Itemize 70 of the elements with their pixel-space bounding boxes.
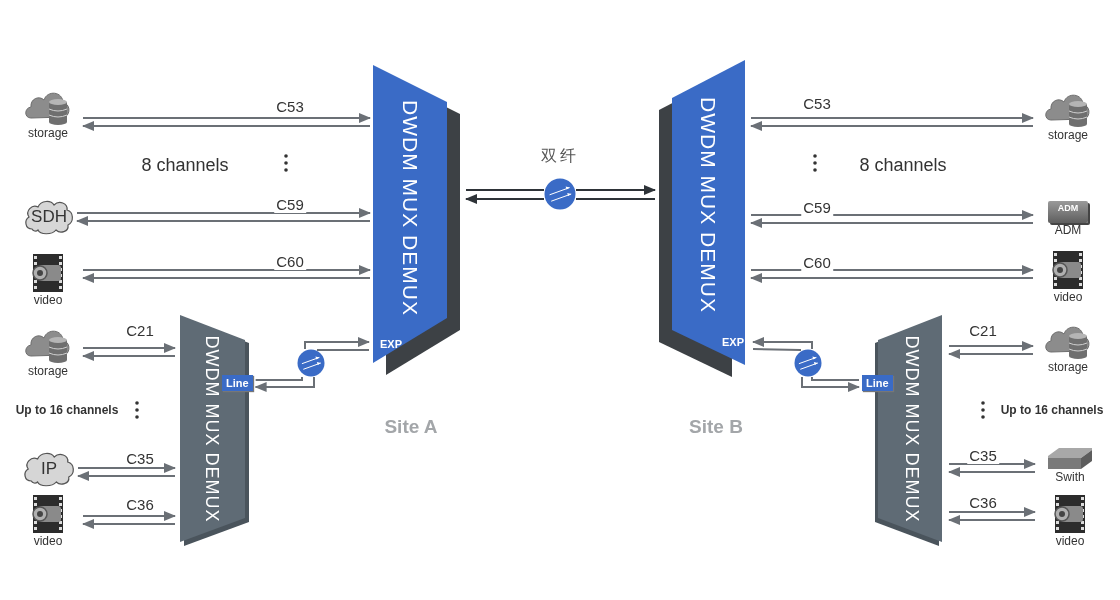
- arrow: [76, 216, 371, 226]
- device-caption: video: [1053, 290, 1083, 304]
- device-caption: storage: [1048, 360, 1088, 374]
- arrow: [76, 208, 371, 218]
- cloud-label: IP: [40, 459, 58, 479]
- fiber-label: 双纤: [541, 145, 579, 166]
- port-label: EXP: [722, 336, 750, 349]
- device-caption: storage: [1048, 128, 1088, 142]
- arrow: [948, 515, 1036, 525]
- arrow: [750, 121, 1034, 131]
- unit-label: DWDM MUX DEMUX: [200, 335, 222, 523]
- arrow: [948, 507, 1036, 517]
- site-label: Site A: [384, 416, 438, 438]
- edge-label: C60: [801, 255, 833, 271]
- channel-note: Up to 16 channels: [15, 403, 119, 417]
- channel-note: 8 channels: [141, 154, 229, 176]
- edge-label: C36: [967, 495, 999, 511]
- arrow: [304, 337, 370, 350]
- arrow: [82, 273, 371, 283]
- edge-label: C53: [274, 99, 306, 115]
- edge-label: C53: [801, 96, 833, 112]
- arrow: [750, 210, 1034, 220]
- arrow: [82, 343, 176, 353]
- edge-label: C35: [967, 448, 999, 464]
- unit-label: DWDM MUX DEMUX: [398, 100, 422, 316]
- arrow: [77, 463, 176, 473]
- arrow: [82, 519, 176, 529]
- arrow: [750, 273, 1034, 283]
- edge-label: C21: [967, 323, 999, 339]
- arrow: [82, 265, 371, 275]
- port-tag: Line: [862, 375, 893, 391]
- device-caption: Swith: [1055, 470, 1085, 484]
- arrow: [948, 349, 1034, 359]
- device-caption: video: [1055, 534, 1085, 548]
- edge-label: C35: [124, 451, 156, 467]
- unit-label: DWDM MUX DEMUX: [696, 97, 720, 313]
- edge-label: C60: [274, 254, 306, 270]
- device-caption: storage: [28, 126, 68, 140]
- arrow: [948, 459, 1036, 469]
- device-caption: video: [33, 534, 63, 548]
- arrow: [752, 337, 813, 350]
- port-tag: Line: [222, 375, 253, 391]
- arrow: [948, 341, 1034, 351]
- edge-label: C59: [801, 200, 833, 216]
- arrow: [750, 218, 1034, 228]
- port-label: EXP: [372, 338, 402, 351]
- edge-label: C36: [124, 497, 156, 513]
- arrow: [750, 265, 1034, 275]
- arrow: [77, 471, 176, 481]
- unit-label: DWDM MUX DEMUX: [900, 335, 922, 523]
- edge-label: C59: [274, 197, 306, 213]
- cloud-label: SDH: [31, 207, 67, 227]
- arrow: [82, 511, 176, 521]
- site-label: Site B: [689, 416, 743, 438]
- device-caption: ADM: [1054, 223, 1082, 237]
- arrow: [948, 467, 1036, 477]
- device-caption: storage: [28, 364, 68, 378]
- device-caption: video: [33, 293, 63, 307]
- arrow: [750, 113, 1034, 123]
- arrow: [82, 351, 176, 361]
- equipment-box: ADM: [1048, 201, 1088, 223]
- channel-note: 8 channels: [859, 154, 947, 176]
- channel-note: Up to 16 channels: [1000, 403, 1104, 417]
- arrow: [82, 113, 371, 123]
- arrow: [801, 376, 860, 392]
- edge-label: C21: [124, 323, 156, 339]
- arrow: [465, 194, 545, 204]
- arrow: [575, 185, 656, 195]
- arrow: [254, 376, 315, 392]
- arrow: [82, 121, 371, 131]
